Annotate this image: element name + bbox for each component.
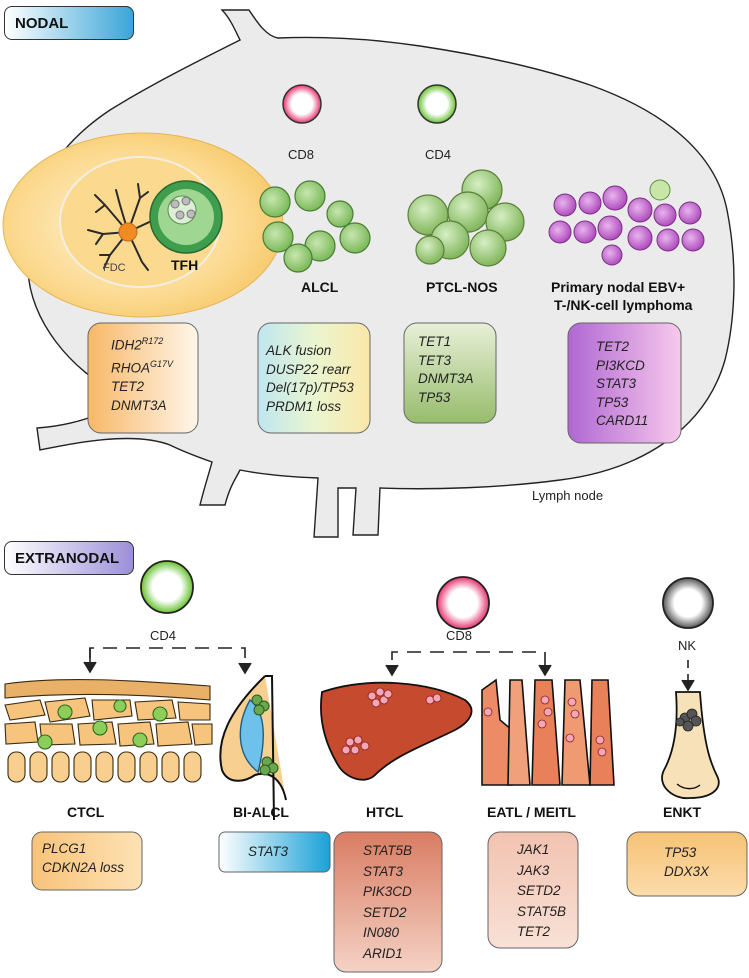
liver — [320, 681, 473, 781]
ptcl-cell-cluster — [407, 169, 525, 267]
gene-item: STAT5B — [363, 843, 413, 858]
gene-item: DNMT3A — [418, 371, 474, 386]
nodal-cd8-cell — [282, 84, 322, 124]
gene-item: ALK fusion — [266, 343, 332, 358]
eatl-gene-list: JAK1 JAK3 SETD2 STAT5B TET2 — [488, 840, 578, 943]
breast-implant — [219, 675, 287, 821]
ebv-gene-box-bg — [567, 322, 682, 444]
ptcl-label: PTCL-NOS — [426, 279, 498, 295]
extranodal-nk-label: NK — [678, 638, 697, 653]
gene-item: SETD2 — [517, 883, 561, 898]
gene-item: TP53 — [664, 845, 697, 860]
bialcl-gene-list: STAT3 — [219, 843, 330, 862]
gene-item: TET1 — [418, 334, 452, 349]
cd4-arrows — [83, 647, 252, 675]
tfh-gene-list: IDH2R172 RHOAG17V TET2 DNMT3A — [88, 332, 198, 415]
ptcl-gene-list: TET1 TET3 DNMT3A TP53 — [404, 333, 496, 407]
ebv-gene-list: TET2 PI3KCD STAT3 TP53 CARD11 — [568, 338, 681, 431]
gene-item: DDX3X — [664, 863, 710, 879]
ebv-label-line2: T-/NK-cell lymphoma — [554, 297, 693, 313]
bialcl-label: BI-ALCL — [233, 804, 289, 820]
extranodal-nk-cell — [662, 577, 714, 629]
gene-item: DUSP22 rearr — [266, 361, 351, 377]
gene-item: PRDM1 loss — [266, 398, 342, 414]
gene-item: CDKN2A loss — [42, 859, 125, 875]
gene-item: TP53 — [596, 394, 629, 410]
skin-tissue — [4, 678, 213, 783]
gene-item: TET2 — [517, 924, 551, 939]
gene-item: Del(17p)/TP53 — [266, 380, 354, 395]
nk-arrow — [681, 660, 695, 692]
gene-item: STAT3 — [596, 376, 637, 391]
gene-item: SETD2 — [363, 904, 407, 920]
ctcl-label: CTCL — [67, 804, 105, 820]
gene-item: STAT5B — [517, 903, 567, 919]
gene-item: RHOAG17V — [111, 359, 174, 376]
nodal-section-label: NODAL — [4, 6, 134, 40]
gene-item: PIK3CD — [363, 884, 412, 899]
lymph-node-shape — [27, 9, 735, 538]
enkt-gene-box-bg — [626, 831, 748, 897]
gene-item: TET2 — [111, 379, 145, 394]
lymph-node-label: Lymph node — [532, 488, 604, 503]
fdc-label: FDC — [103, 262, 126, 274]
gene-item: PLCG1 — [42, 841, 87, 856]
gene-item: JAK1 — [517, 842, 550, 857]
nodal-cd8-label: CD8 — [288, 147, 315, 162]
ctcl-gene-list: PLCG1 CDKN2A loss — [32, 840, 142, 877]
gene-item: PI3KCD — [596, 357, 645, 373]
gene-item: STAT3 — [363, 863, 404, 879]
ebv-cell-cluster — [548, 179, 705, 266]
extranodal-cd8-label: CD8 — [446, 628, 473, 643]
alcl-gene-list: ALK fusion DUSP22 rearr Del(17p)/TP53 PR… — [258, 342, 370, 416]
ptcl-gene-box-bg — [403, 322, 497, 424]
tfh-gene-box-bg — [87, 322, 199, 434]
ebv-label-line1: Primary nodal EBV+ — [551, 279, 686, 295]
tfh-label: TFH — [171, 257, 199, 273]
gene-item: DNMT3A — [111, 397, 167, 413]
nodal-cd4-cell — [417, 84, 457, 124]
enkt-label: ENKT — [663, 804, 702, 820]
cd8-arrows — [385, 651, 552, 677]
alcl-label: ALCL — [301, 279, 339, 295]
gene-item: TP53 — [418, 389, 451, 405]
eatl-label: EATL / MEITL — [487, 804, 576, 820]
htcl-gene-box-bg — [333, 831, 443, 973]
gene-item: ARID1 — [363, 945, 403, 961]
gene-item: STAT3 — [248, 844, 289, 859]
gene-item: IDH2R172 — [111, 336, 164, 353]
gene-item: CARD11 — [596, 413, 649, 428]
enkt-gene-list: TP53 DDX3X — [627, 844, 747, 881]
extranodal-section-label: EXTRANODAL — [4, 541, 134, 575]
extranodal-cd8-cell — [436, 576, 490, 630]
gene-item: JAK3 — [517, 862, 550, 878]
htcl-gene-list: STAT5B STAT3 PIK3CD SETD2 IN080 ARID1 — [334, 841, 442, 964]
bialcl-gene-box-bg — [218, 831, 331, 873]
gene-item: IN080 — [363, 925, 400, 940]
extranodal-cd4-cell — [140, 560, 194, 614]
alcl-gene-box-bg — [257, 322, 371, 434]
ctcl-gene-box-bg — [31, 831, 143, 891]
eatl-gene-box-bg — [487, 831, 579, 949]
nose — [661, 691, 720, 799]
extranodal-cd4-label: CD4 — [150, 628, 177, 643]
nodal-cd4-label: CD4 — [425, 147, 452, 162]
htcl-label: HTCL — [366, 804, 404, 820]
gene-item: TET2 — [596, 339, 630, 354]
alcl-cell-cluster — [259, 180, 371, 273]
intestine — [481, 678, 615, 786]
tfh-cell — [149, 180, 223, 254]
gene-item: TET3 — [418, 352, 452, 368]
